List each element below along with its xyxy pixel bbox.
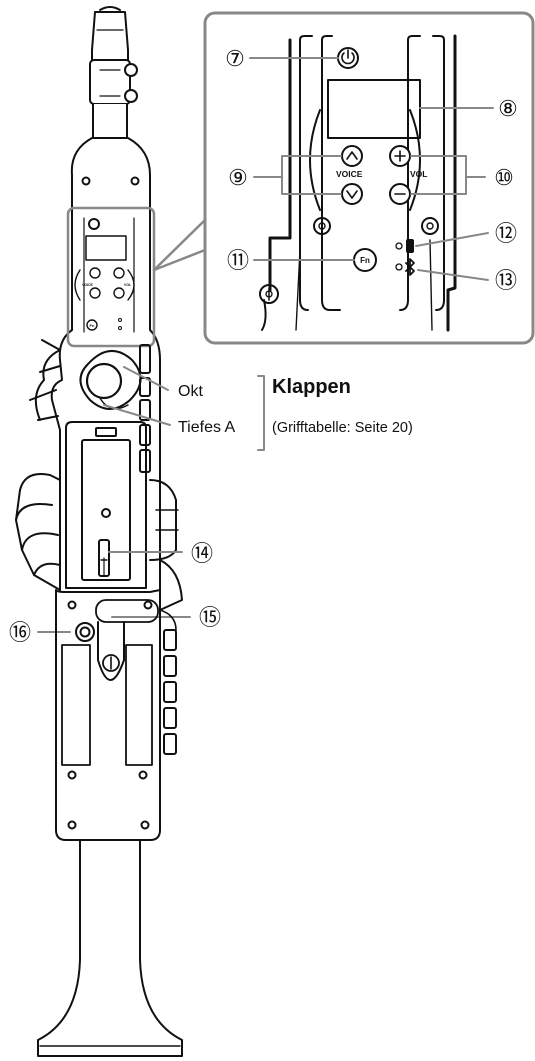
mouthpiece	[89, 6, 138, 139]
callout-9: ⑨	[228, 165, 248, 190]
voice-down-button[interactable]	[341, 183, 363, 205]
keys-subtitle: (Grifftabelle: Seite 20)	[272, 420, 413, 436]
mini-control-panel	[66, 206, 156, 348]
led-indicators	[395, 242, 403, 271]
callout-10: ⑩	[494, 165, 514, 190]
vol-up-button[interactable]	[389, 145, 411, 167]
voice-label: VOICE	[336, 169, 363, 179]
key-cluster	[29, 339, 151, 473]
vol-label: VOL	[410, 169, 427, 179]
bell	[37, 839, 183, 1057]
mini-voice-label: VOICE	[82, 283, 94, 287]
okt-label: Okt	[178, 383, 203, 400]
key-label-lines	[103, 366, 265, 451]
vol-down-button[interactable]	[389, 183, 411, 205]
callout-lines	[249, 57, 494, 281]
lower-body	[55, 589, 177, 841]
callout-7: ⑦	[225, 46, 245, 71]
callout-lines-lower	[37, 551, 191, 633]
middle-body	[15, 421, 183, 611]
callout-13: ⑬	[495, 268, 517, 293]
callout-14: ⑭	[191, 541, 213, 566]
callout-15: ⑮	[199, 605, 221, 630]
mini-fn-label: Fn	[90, 323, 95, 328]
power-button[interactable]	[337, 47, 359, 69]
callout-16: ⑯	[9, 620, 31, 645]
callout-8: ⑧	[498, 96, 518, 121]
tiefes-a-label: Tiefes A	[178, 419, 236, 436]
bluetooth-icon	[405, 258, 415, 276]
zoom-connector	[152, 218, 207, 272]
callout-11: ⑪	[227, 248, 249, 273]
callout-12: ⑫	[495, 221, 517, 246]
keys-title: Klappen	[272, 376, 351, 398]
callout-numbers: ⑦ ⑧ ⑨ ⑩ ⑪ ⑫ ⑬ ⑭ ⑮ ⑯	[9, 46, 518, 645]
battery-icon	[406, 239, 414, 253]
voice-up-button[interactable]	[341, 145, 363, 167]
fn-label: Fn	[360, 256, 370, 265]
mini-vol-label: VOL	[124, 283, 132, 287]
